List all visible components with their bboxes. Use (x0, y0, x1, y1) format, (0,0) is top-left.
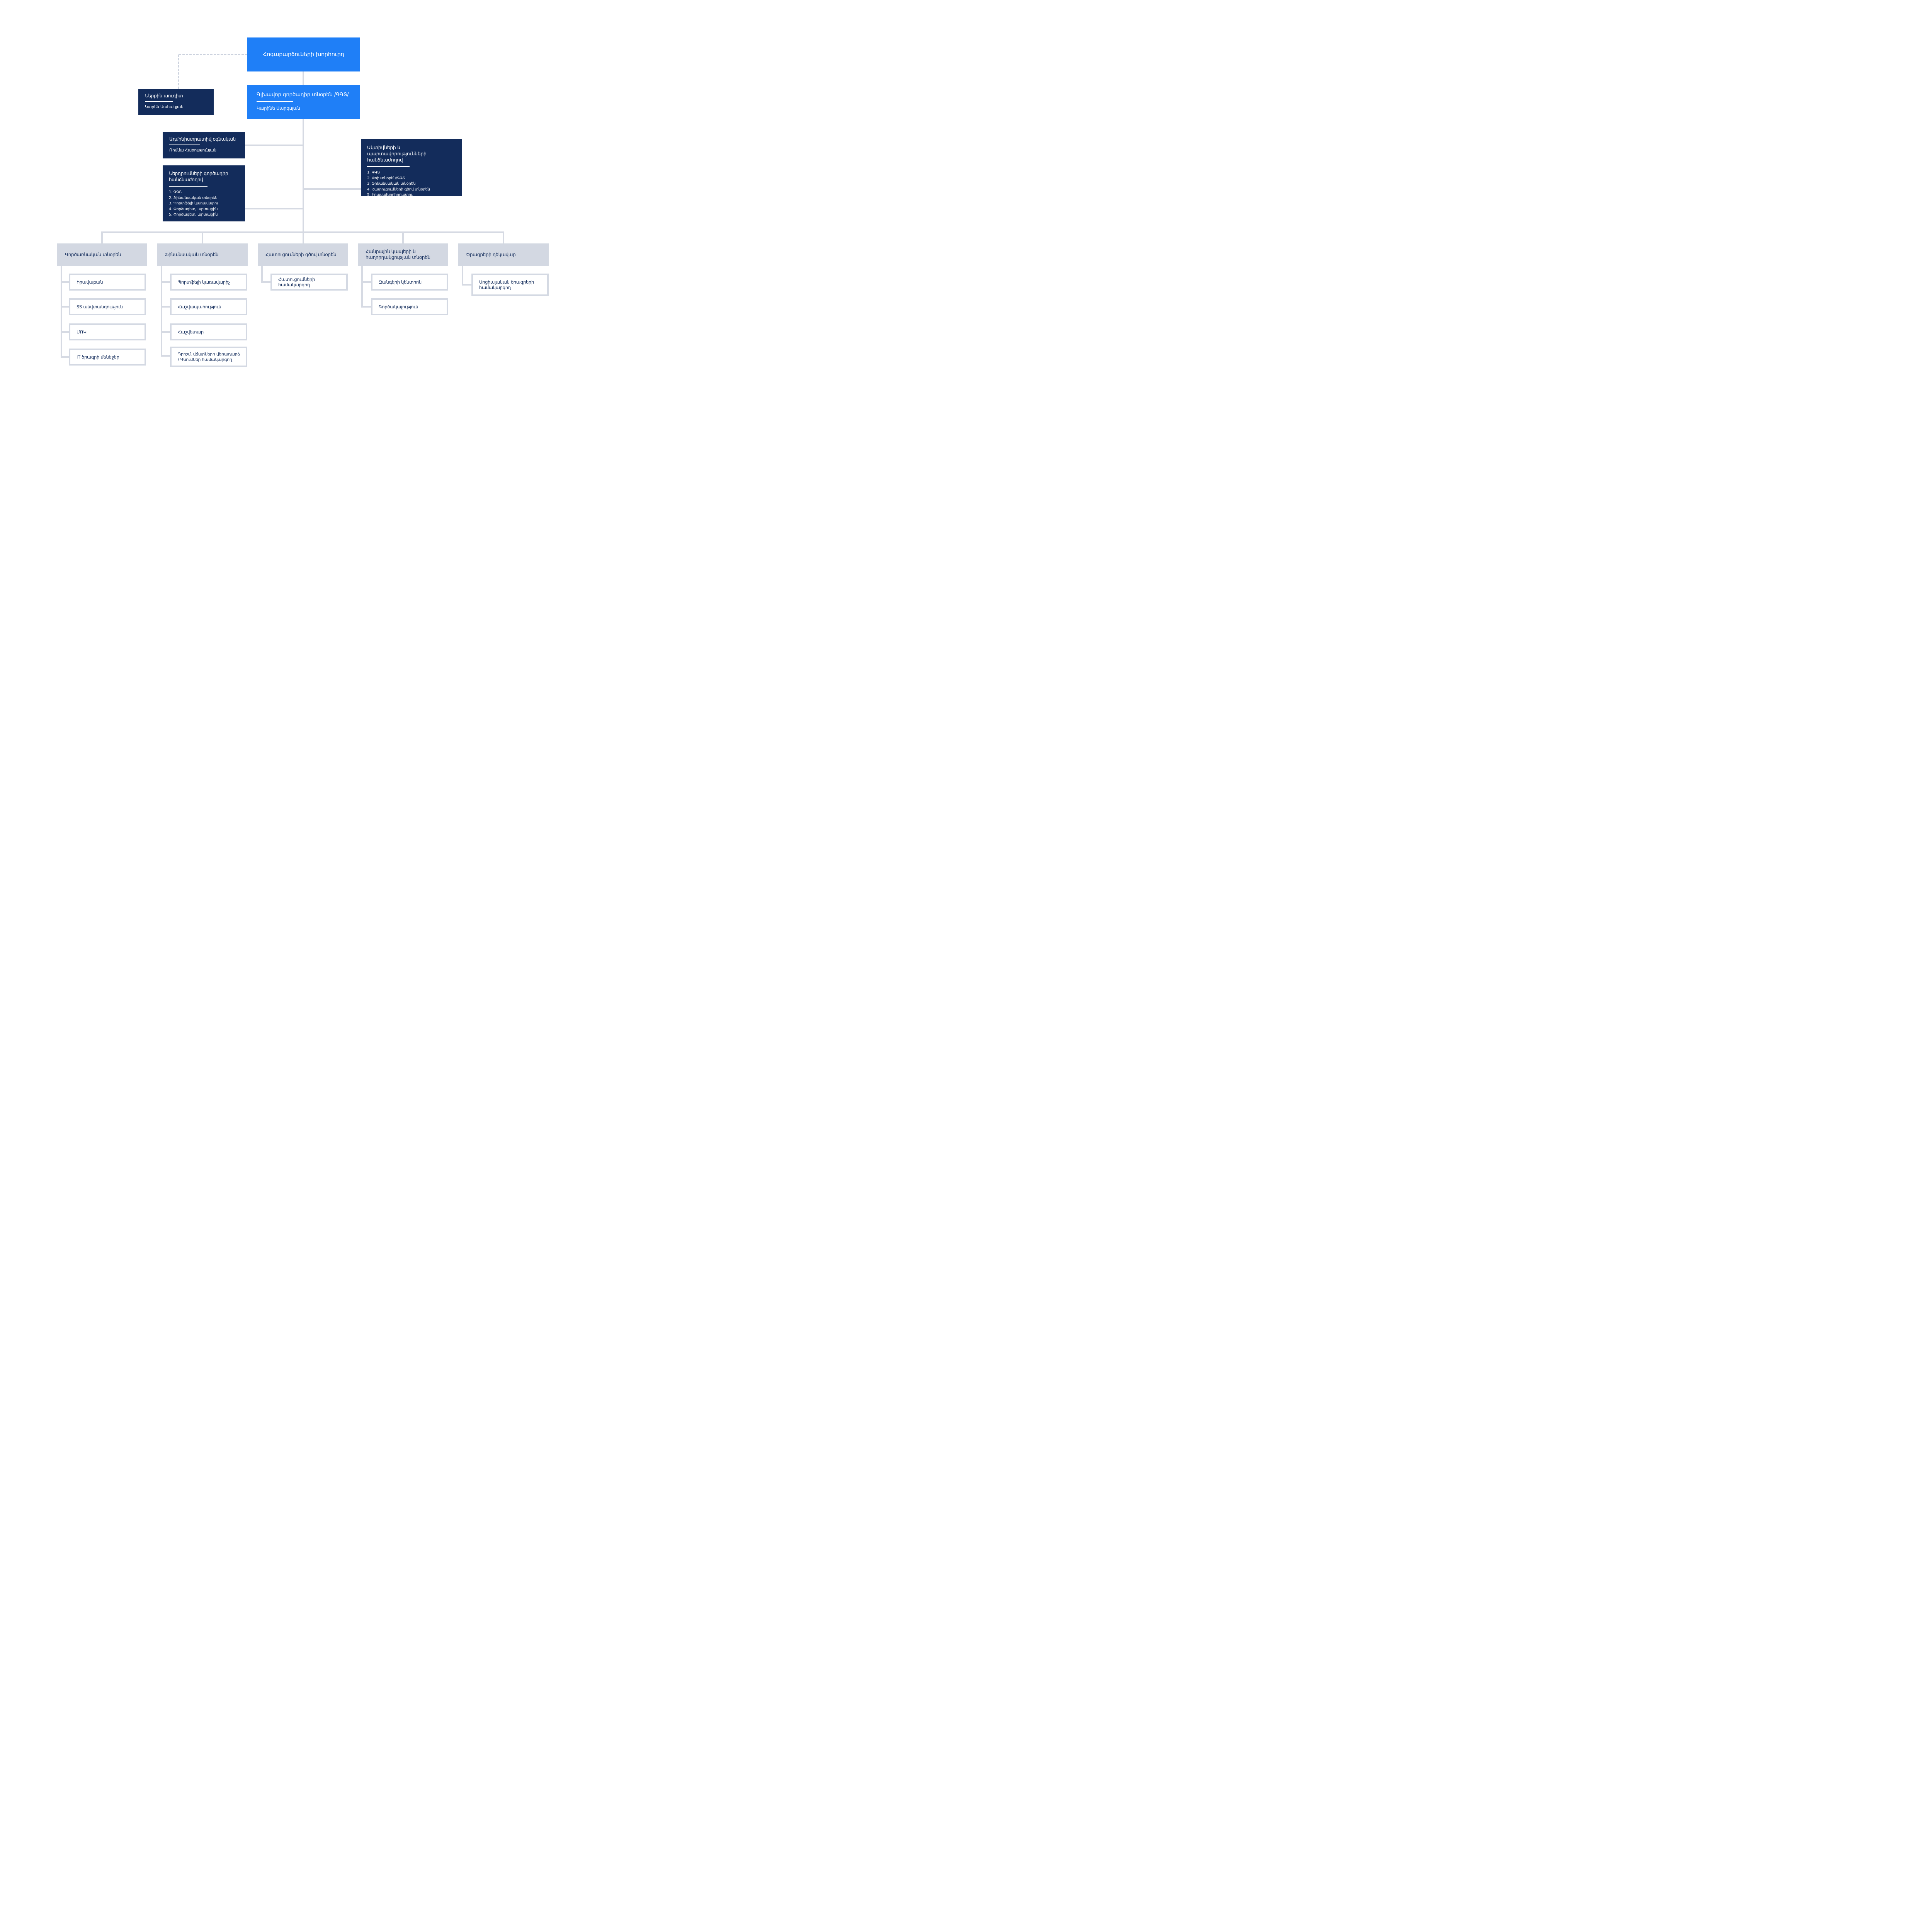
node-internal-audit: Ներքին աուդիտ Կարեն Սահակյան (138, 89, 214, 115)
alm-committee-list: 1. ԳԳՏ 2. Փոխտնօրեն/ԳԳՏ 3. Ֆինանսական տն… (367, 170, 456, 198)
connector-col4-stub-2 (361, 306, 371, 308)
alm-committee-item: 5. Իրավախորհրդատու (367, 193, 413, 197)
unit-label: Իրավաբան (77, 279, 103, 285)
connector-board-audit-vertical-dashed (178, 54, 179, 89)
connector-col2-stub-3 (161, 331, 170, 333)
node-dept-claims: Հատուցումների գծով տնօրեն (258, 243, 348, 266)
alm-committee-separator (367, 166, 410, 167)
unit-label: Հաշվետար (178, 329, 204, 335)
alm-committee-item: 4. Հատուցումների գծով տնօրեն (367, 187, 430, 192)
ceo-separator (257, 101, 293, 102)
unit-label: Դրոշմ. վճարների վերադարձ / Գնումներ համա… (178, 352, 240, 362)
alm-committee-item: 1. ԳԳՏ (367, 170, 380, 175)
connector-col1-stub-3 (61, 331, 69, 333)
investment-committee-item: 1. ԳԳՏ (169, 190, 182, 194)
connector-col1-stub-4 (61, 356, 69, 358)
node-unit-accounting: Հաշվապահություն (170, 298, 247, 315)
connector-col3-stub-1 (261, 281, 270, 283)
node-unit-agency: Գործակալություն (371, 298, 448, 315)
node-unit-social-programs-coordinator: Սոցիալական ծրագրերի համակարգող (471, 274, 549, 296)
internal-audit-separator (145, 101, 173, 102)
investment-committee-item: 4. Փորձագետ, արտաքին (169, 207, 218, 211)
org-chart: Հոգաբարձուների խորհուրդ Գլխավոր գործադիր… (0, 0, 597, 463)
node-unit-stamp-refund-procurement: Դրոշմ. վճարների վերադարձ / Գնումներ համա… (170, 347, 247, 367)
dept-title: Ծրագրերի ղեկավար (466, 252, 516, 257)
unit-label: Սոցիալական ծրագրերի համակարգող (479, 279, 534, 290)
unit-label: IT ծրագրի մենեջեր (77, 354, 119, 360)
ceo-name: Կարինե Սարգսյան (257, 105, 300, 111)
connector-col3-vertical (261, 266, 263, 283)
board-title: Հոգաբարձուների խորհուրդ (263, 51, 344, 58)
dept-title: Գործառնական տնօրեն (65, 252, 121, 257)
connector-col2-stub-1 (161, 281, 170, 283)
dept-title: Ֆինանսական տնօրեն (165, 252, 219, 257)
node-unit-it-project-manager: IT ծրագրի մենեջեր (69, 349, 146, 366)
admin-assistant-title: Ադմինիստրատիվ օգնական (169, 136, 236, 142)
connector-col2-stub-2 (161, 306, 170, 308)
unit-label: Զանգերի կենտրոն (379, 279, 422, 285)
connector-trunk-horizontal (101, 231, 504, 233)
connector-col1-stub-2 (61, 306, 69, 308)
connector-col4-vertical (361, 266, 363, 308)
connector-admin-assistant (245, 145, 303, 146)
investment-committee-separator (169, 186, 207, 187)
node-dept-programs: Ծրագրերի ղեկավար (458, 243, 549, 266)
connector-col5-stub-1 (462, 284, 471, 286)
connector-drop-dept-1 (101, 231, 103, 243)
node-unit-portfolio-manager: Պորտֆելի կառավարիչ (170, 274, 247, 291)
node-unit-claims-coordinator: Հատուցումների համակարգող (270, 274, 348, 291)
connector-drop-dept-5 (503, 231, 504, 243)
unit-label: Գործակալություն (379, 304, 418, 310)
node-unit-accountant: Հաշվետար (170, 323, 247, 340)
admin-assistant-name: Ռիմմա Հարությունյան (169, 148, 216, 153)
node-ceo: Գլխավոր գործադիր տնօրեն /ԳԳՏ/ Կարինե Սար… (247, 85, 360, 119)
node-dept-public-relations: Հանրային կապերի և հաղորդակցության տնօրեն (358, 243, 448, 266)
node-investment-committee: Ներդրումների գործադիր հանձնաժողով 1. ԳԳՏ… (163, 165, 245, 221)
connector-col5-vertical (462, 266, 463, 286)
connector-drop-dept-2 (202, 231, 203, 243)
node-unit-ss-security: SS անվտանգություն (69, 298, 146, 315)
connector-alm-committee (303, 188, 361, 190)
unit-label: Հատուցումների համակարգող (278, 276, 315, 288)
investment-committee-item: 2. Ֆինանսական տնօրեն (169, 196, 218, 200)
node-dept-finance: Ֆինանսական տնօրեն (157, 243, 248, 266)
investment-committee-list: 1. ԳԳՏ 2. Ֆինանսական տնօրեն 3. Պորտֆելի … (169, 190, 239, 218)
alm-committee-title: Ակտիվների և պարտավորությունների հանձնաժո… (367, 145, 427, 163)
connector-col2-vertical (161, 266, 162, 357)
internal-audit-title: Ներքին աուդիտ (145, 93, 183, 99)
node-board-of-trustees: Հոգաբարձուների խորհուրդ (247, 37, 360, 71)
alm-committee-item: 2. Փոխտնօրեն/ԳԳՏ (367, 176, 405, 180)
unit-label: ՄՌԿ (77, 329, 87, 335)
connector-investment-committee (245, 208, 303, 209)
unit-label: Հաշվապահություն (178, 304, 221, 310)
node-unit-lawyer: Իրավաբան (69, 274, 146, 291)
node-admin-assistant: Ադմինիստրատիվ օգնական Ռիմմա Հարությունյա… (163, 132, 245, 158)
internal-audit-name: Կարեն Սահակյան (145, 105, 184, 109)
connector-col2-stub-4 (161, 355, 170, 357)
connector-col1-vertical (61, 266, 62, 358)
alm-committee-item: 3. Ֆինանսական տնօրեն (367, 182, 416, 186)
connector-board-audit-horizontal-dashed (179, 54, 247, 55)
connector-col1-stub-1 (61, 281, 69, 283)
ceo-title: Գլխավոր գործադիր տնօրեն /ԳԳՏ/ (257, 92, 349, 98)
connector-board-ceo (303, 71, 304, 85)
unit-label: SS անվտանգություն (77, 304, 123, 310)
dept-title: Հանրային կապերի և հաղորդակցության տնօրեն (366, 249, 430, 260)
investment-committee-title: Ներդրումների գործադիր հանձնաժողով (169, 171, 228, 182)
dept-title: Հատուցումների գծով տնօրեն (265, 252, 337, 257)
investment-committee-item: 5. Փորձագետ, արտաքին (169, 213, 218, 217)
investment-committee-item: 3. Պորտֆելի կառավարիչ (169, 201, 218, 206)
node-unit-hr: ՄՌԿ (69, 323, 146, 340)
unit-label: Պորտֆելի կառավարիչ (178, 279, 230, 285)
node-dept-operations: Գործառնական տնօրեն (57, 243, 147, 266)
node-unit-call-center: Զանգերի կենտրոն (371, 274, 448, 291)
node-alm-committee: Ակտիվների և պարտավորությունների հանձնաժո… (361, 139, 462, 198)
connector-ceo-trunk (303, 119, 304, 243)
connector-col4-stub-1 (361, 281, 371, 283)
connector-drop-dept-4 (402, 231, 404, 243)
